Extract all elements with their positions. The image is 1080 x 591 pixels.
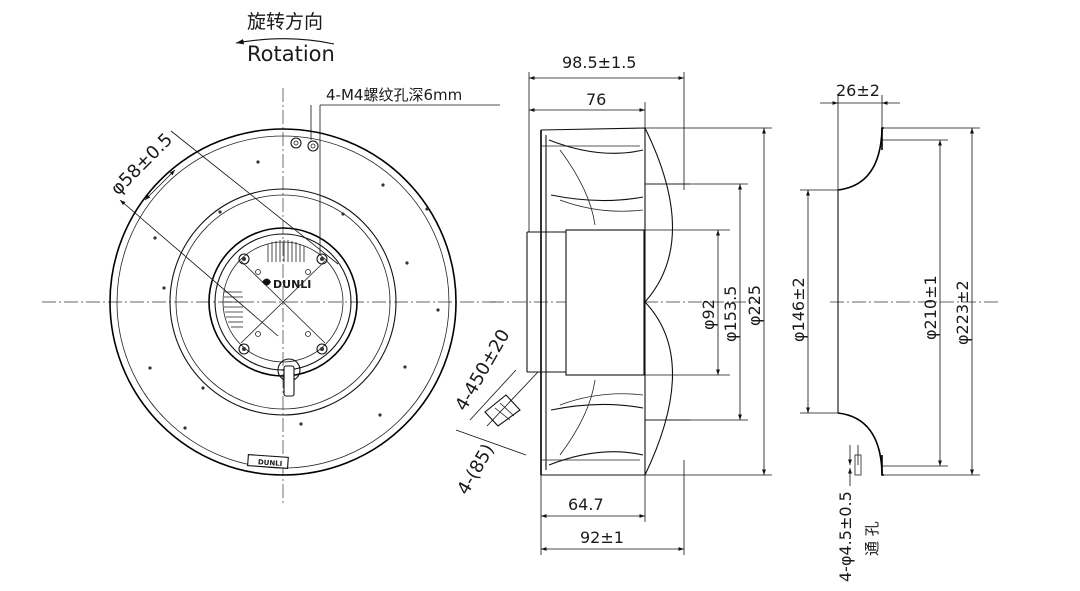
outer-disc <box>109 128 457 476</box>
cable-callout: 4-450±20 4-(85) <box>451 326 539 499</box>
m4-screw-holes <box>238 253 328 355</box>
m4-hole-note: 4-M4螺纹孔深6mm <box>326 86 462 104</box>
label-plate-text: DUNLI <box>258 458 283 468</box>
outer-diameter-label: φ225 <box>745 285 764 326</box>
diameter-dimensions: φ92 φ153.5 φ225 <box>566 127 772 476</box>
ring-holes-note: 通 孔 <box>863 521 881 556</box>
cable-gland <box>277 358 301 397</box>
ring-diameter-dimensions: φ146±2 φ210±1 φ223±2 <box>789 127 980 476</box>
ring-height-dimension: 26±2 <box>820 81 900 190</box>
rotation-indicator: 旋转方向 Rotation <box>235 11 335 66</box>
motor-depth-label: 64.7 <box>568 495 604 514</box>
ring-holes-callout: 4-φ4.5±0.5 通 孔 <box>836 445 881 582</box>
motor-diameter-label: φ92 <box>699 299 718 330</box>
motor-housing <box>208 227 358 377</box>
rotation-arrow-icon <box>235 38 335 45</box>
ring-height-label: 26±2 <box>836 81 880 100</box>
hole-circle-label: φ210±1 <box>921 275 940 340</box>
inner-diameter-label: φ153.5 <box>721 286 740 342</box>
throat-diameter-label: φ146±2 <box>789 277 808 342</box>
hub-diameter-dimension: φ58±0.5 <box>107 129 339 337</box>
middle-ring <box>169 188 397 416</box>
inlet-ring-top <box>837 127 884 191</box>
hub-diameter-label: φ58±0.5 <box>107 129 177 199</box>
flange-diameter-label: φ223±2 <box>953 280 972 345</box>
top-mounting-holes <box>290 137 319 152</box>
cable-strip-label: 4-(85) <box>453 440 499 498</box>
brand-logo: DUNLI <box>262 278 311 291</box>
blade-depth-label: 76 <box>586 90 606 109</box>
back-plate <box>540 127 646 476</box>
rivet-dots <box>148 160 440 430</box>
overall-depth-label: 98.5±1.5 <box>562 53 636 72</box>
inlet-ring-view: 26±2 φ146±2 φ210±1 φ223±2 4-φ4.5±0.5 通 孔 <box>789 81 1000 582</box>
rotation-label-cn: 旋转方向 <box>247 11 323 33</box>
overall-depth-dimension: 98.5±1.5 <box>528 53 685 232</box>
brand-logo-icon <box>262 278 271 286</box>
front-view: DUNLI <box>42 86 500 505</box>
motor-vent-top <box>267 240 305 262</box>
brand-logo-text: DUNLI <box>273 278 311 291</box>
mount-depth-label: 92±1 <box>580 528 624 547</box>
m4-hole-callout: 4-M4螺纹孔深6mm <box>310 86 500 255</box>
label-plate: DUNLI <box>247 454 289 469</box>
impeller-blades <box>548 127 690 476</box>
ring-holes-label: 4-φ4.5±0.5 <box>836 491 855 582</box>
bottom-depth-dimensions: 64.7 92±1 <box>540 460 685 555</box>
motor-block <box>526 229 645 376</box>
cable-length-label: 4-450±20 <box>451 326 514 415</box>
rotation-label-en: Rotation <box>247 42 335 66</box>
blade-depth-dimension: 76 <box>529 90 646 128</box>
side-view: 98.5±1.5 76 φ92 φ153.5 φ225 <box>490 53 772 555</box>
